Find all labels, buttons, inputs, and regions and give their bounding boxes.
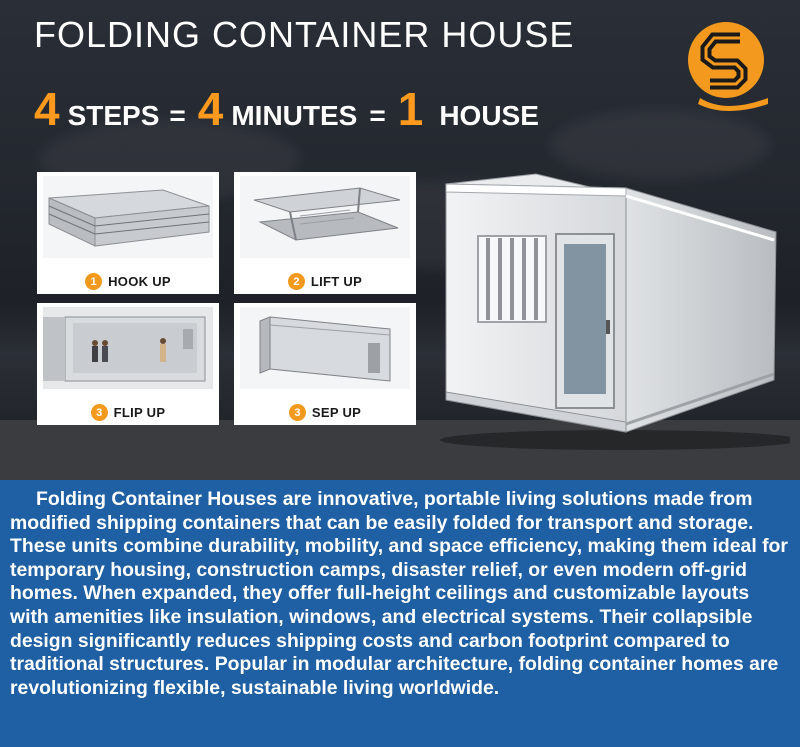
minutes-word: MINUTES [231, 100, 358, 131]
hero-banner: FOLDING CONTAINER HOUSE 4 STEPS = 4 MINU… [0, 0, 800, 480]
house-number: 1 [397, 83, 424, 135]
open-container-interior-image [43, 307, 213, 389]
minutes-number: 4 [197, 83, 224, 135]
folded-container-stack-image [43, 176, 213, 258]
step-label: HOOK UP [108, 274, 171, 289]
step-card-hook-up: 1 HOOK UP [37, 172, 219, 294]
step-card-sep-up: 3 SEP UP [234, 303, 416, 425]
step-label: FLIP UP [113, 405, 166, 420]
container-house-image [440, 170, 800, 460]
description-panel: Folding Container Houses are innovative,… [0, 480, 800, 747]
equals-sign: = [169, 100, 186, 131]
step-number-badge: 3 [90, 404, 108, 421]
step-number-badge: 2 [287, 273, 305, 290]
house-word: HOUSE [439, 100, 539, 131]
step-number-badge: 3 [288, 404, 306, 421]
steps-word: STEPS [67, 100, 160, 131]
s-q-logo-icon [680, 18, 776, 114]
assembled-container-image [240, 307, 410, 389]
step-label: SEP UP [311, 405, 362, 420]
page-title: FOLDING CONTAINER HOUSE [34, 14, 575, 55]
step-card-lift-up: 2 LIFT UP [234, 172, 416, 294]
step-label: LIFT UP [310, 274, 363, 289]
steps-equation: 4 STEPS = 4 MINUTES = 1 HOUSE [34, 82, 539, 136]
steps-number: 4 [34, 83, 60, 135]
background-ground [0, 420, 800, 480]
step-number-badge: 1 [85, 273, 103, 290]
description-text: Folding Container Houses are innovative,… [10, 488, 788, 699]
equals-sign: = [369, 100, 386, 131]
lifting-container-image [240, 176, 410, 258]
step-card-flip-up: 3 FLIP UP [37, 303, 219, 425]
